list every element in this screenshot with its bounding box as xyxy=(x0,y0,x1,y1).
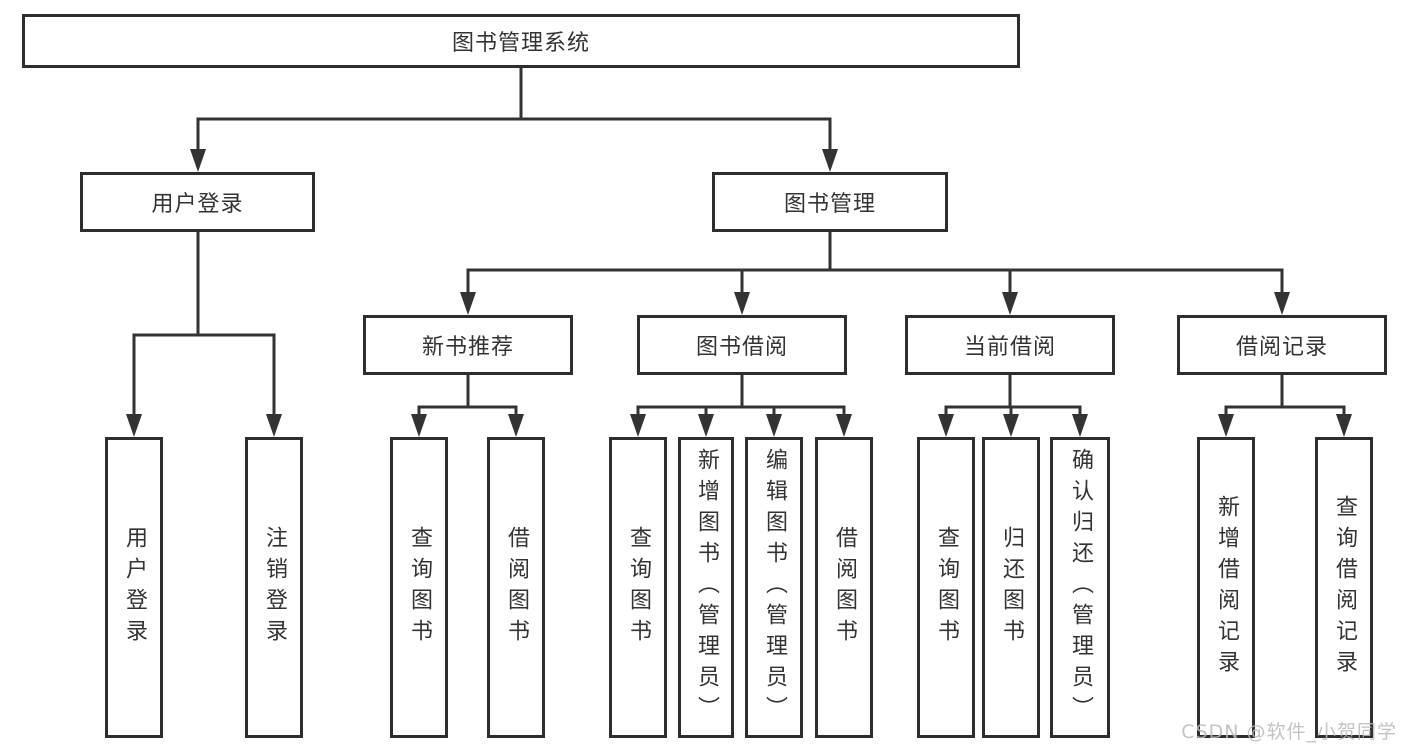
leaf-user-login: 用户登录 xyxy=(105,437,163,738)
leaf-borrow-books-borrowing: 借阅图书 xyxy=(815,437,873,738)
leaf-logout: 注销登录 xyxy=(245,437,303,738)
leaf-query-books-recommend-label: 查询图书 xyxy=(407,525,432,650)
leaf-add-borrow-record: 新增借阅记录 xyxy=(1197,437,1255,738)
leaf-add-book-admin-label: 新增图书（管理员） xyxy=(694,448,719,727)
leaf-edit-book-admin: 编辑图书（管理员） xyxy=(745,437,803,738)
leaf-confirm-return-admin: 确认归还（管理员） xyxy=(1050,437,1110,738)
csdn-watermark: CSDN @软件_小贺同学 xyxy=(1181,721,1397,743)
leaf-query-borrow-record: 查询借阅记录 xyxy=(1315,437,1373,738)
node-book-borrowing: 图书借阅 xyxy=(637,315,847,375)
leaf-edit-book-admin-label: 编辑图书（管理员） xyxy=(762,448,787,727)
leaf-query-books-current-label: 查询图书 xyxy=(934,525,959,650)
leaf-query-books-borrowing-label: 查询图书 xyxy=(626,525,651,650)
node-book-management: 图书管理 xyxy=(712,172,948,232)
arrowheads xyxy=(126,149,1352,437)
leaf-borrow-books-borrowing-label: 借阅图书 xyxy=(832,525,857,650)
node-current-borrowing: 当前借阅 xyxy=(905,315,1115,375)
leaf-borrow-books-recommend: 借阅图书 xyxy=(487,437,545,738)
node-new-book-recommendation: 新书推荐 xyxy=(363,315,573,375)
node-borrowing-records: 借阅记录 xyxy=(1177,315,1387,375)
leaf-query-books-recommend: 查询图书 xyxy=(390,437,448,738)
leaf-user-login-label: 用户登录 xyxy=(122,525,147,650)
leaf-return-book: 归还图书 xyxy=(982,437,1040,738)
leaf-add-borrow-record-label: 新增借阅记录 xyxy=(1214,494,1239,681)
leaf-logout-label: 注销登录 xyxy=(262,525,287,650)
leaf-query-borrow-record-label: 查询借阅记录 xyxy=(1332,494,1357,681)
node-user-login: 用户登录 xyxy=(80,172,315,232)
leaf-add-book-admin: 新增图书（管理员） xyxy=(678,437,734,738)
leaf-borrow-books-recommend-label: 借阅图书 xyxy=(504,525,529,650)
leaf-return-book-label: 归还图书 xyxy=(999,525,1024,650)
leaf-query-books-borrowing: 查询图书 xyxy=(609,437,667,738)
leaf-query-books-current: 查询图书 xyxy=(917,437,975,738)
leaf-confirm-return-admin-label: 确认归还（管理员） xyxy=(1068,448,1093,727)
node-library-management-system: 图书管理系统 xyxy=(22,14,1020,68)
